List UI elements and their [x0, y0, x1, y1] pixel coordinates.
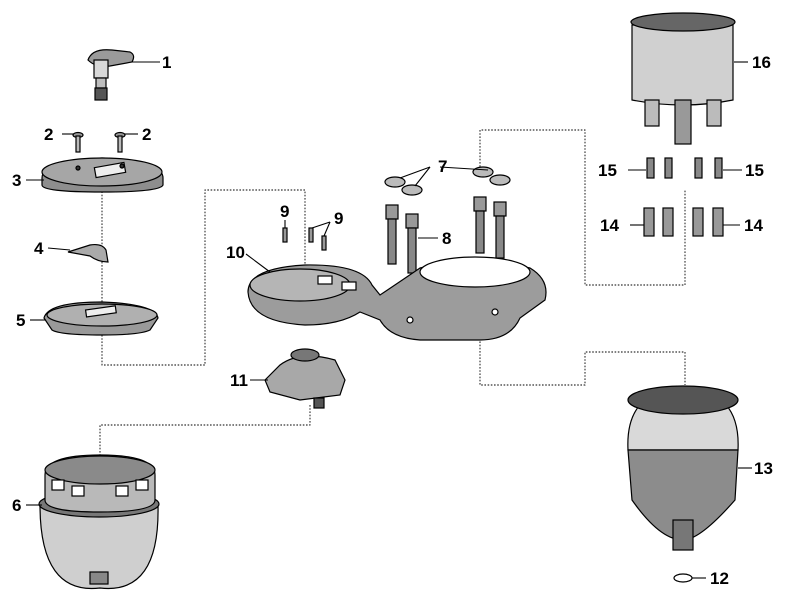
part-1-ignition-key [87, 49, 135, 101]
part-16-gauge [630, 12, 736, 145]
part-2-screws [72, 131, 126, 153]
part-7-caps [384, 166, 511, 196]
callout-5: 5 [16, 311, 26, 330]
callout-4: 4 [34, 239, 44, 258]
callout-15-right: 15 [745, 161, 764, 180]
callout-3: 3 [12, 171, 22, 190]
callout-15-left: 15 [598, 161, 617, 180]
leader-lines [26, 61, 752, 579]
callout-6: 6 [12, 496, 22, 515]
callout-9-right: 9 [334, 209, 344, 228]
part-9-small-screws [282, 227, 327, 251]
callout-14-right: 14 [744, 216, 763, 235]
callout-1: 1 [162, 53, 172, 72]
callout-14-left: 14 [600, 216, 619, 235]
part-8-bolts [385, 196, 507, 274]
callout-16: 16 [752, 53, 771, 72]
part-10-instrument-bracket [247, 256, 547, 341]
part-14-bulb-holders [643, 207, 724, 237]
callout-2-right: 2 [142, 125, 152, 144]
callout-8: 8 [442, 229, 452, 248]
callout-10: 10 [226, 243, 245, 262]
part-13-speedometer [627, 385, 739, 551]
callout-12: 12 [710, 569, 729, 588]
part-4-slider [67, 243, 109, 263]
callout-7: 7 [438, 157, 448, 176]
callout-2-left: 2 [44, 125, 54, 144]
routing-lines [99, 129, 686, 465]
callout-13: 13 [754, 459, 773, 478]
part-15-bulbs [646, 157, 723, 179]
part-3-cover-plate [41, 157, 164, 193]
callout-11: 11 [230, 371, 248, 390]
part-5-base-plate [43, 301, 159, 336]
part-6-housing-bowl [38, 454, 160, 590]
part-12-o-ring [673, 573, 693, 583]
part-11-ignition-switch [264, 348, 346, 409]
callout-9-left: 9 [280, 202, 290, 221]
